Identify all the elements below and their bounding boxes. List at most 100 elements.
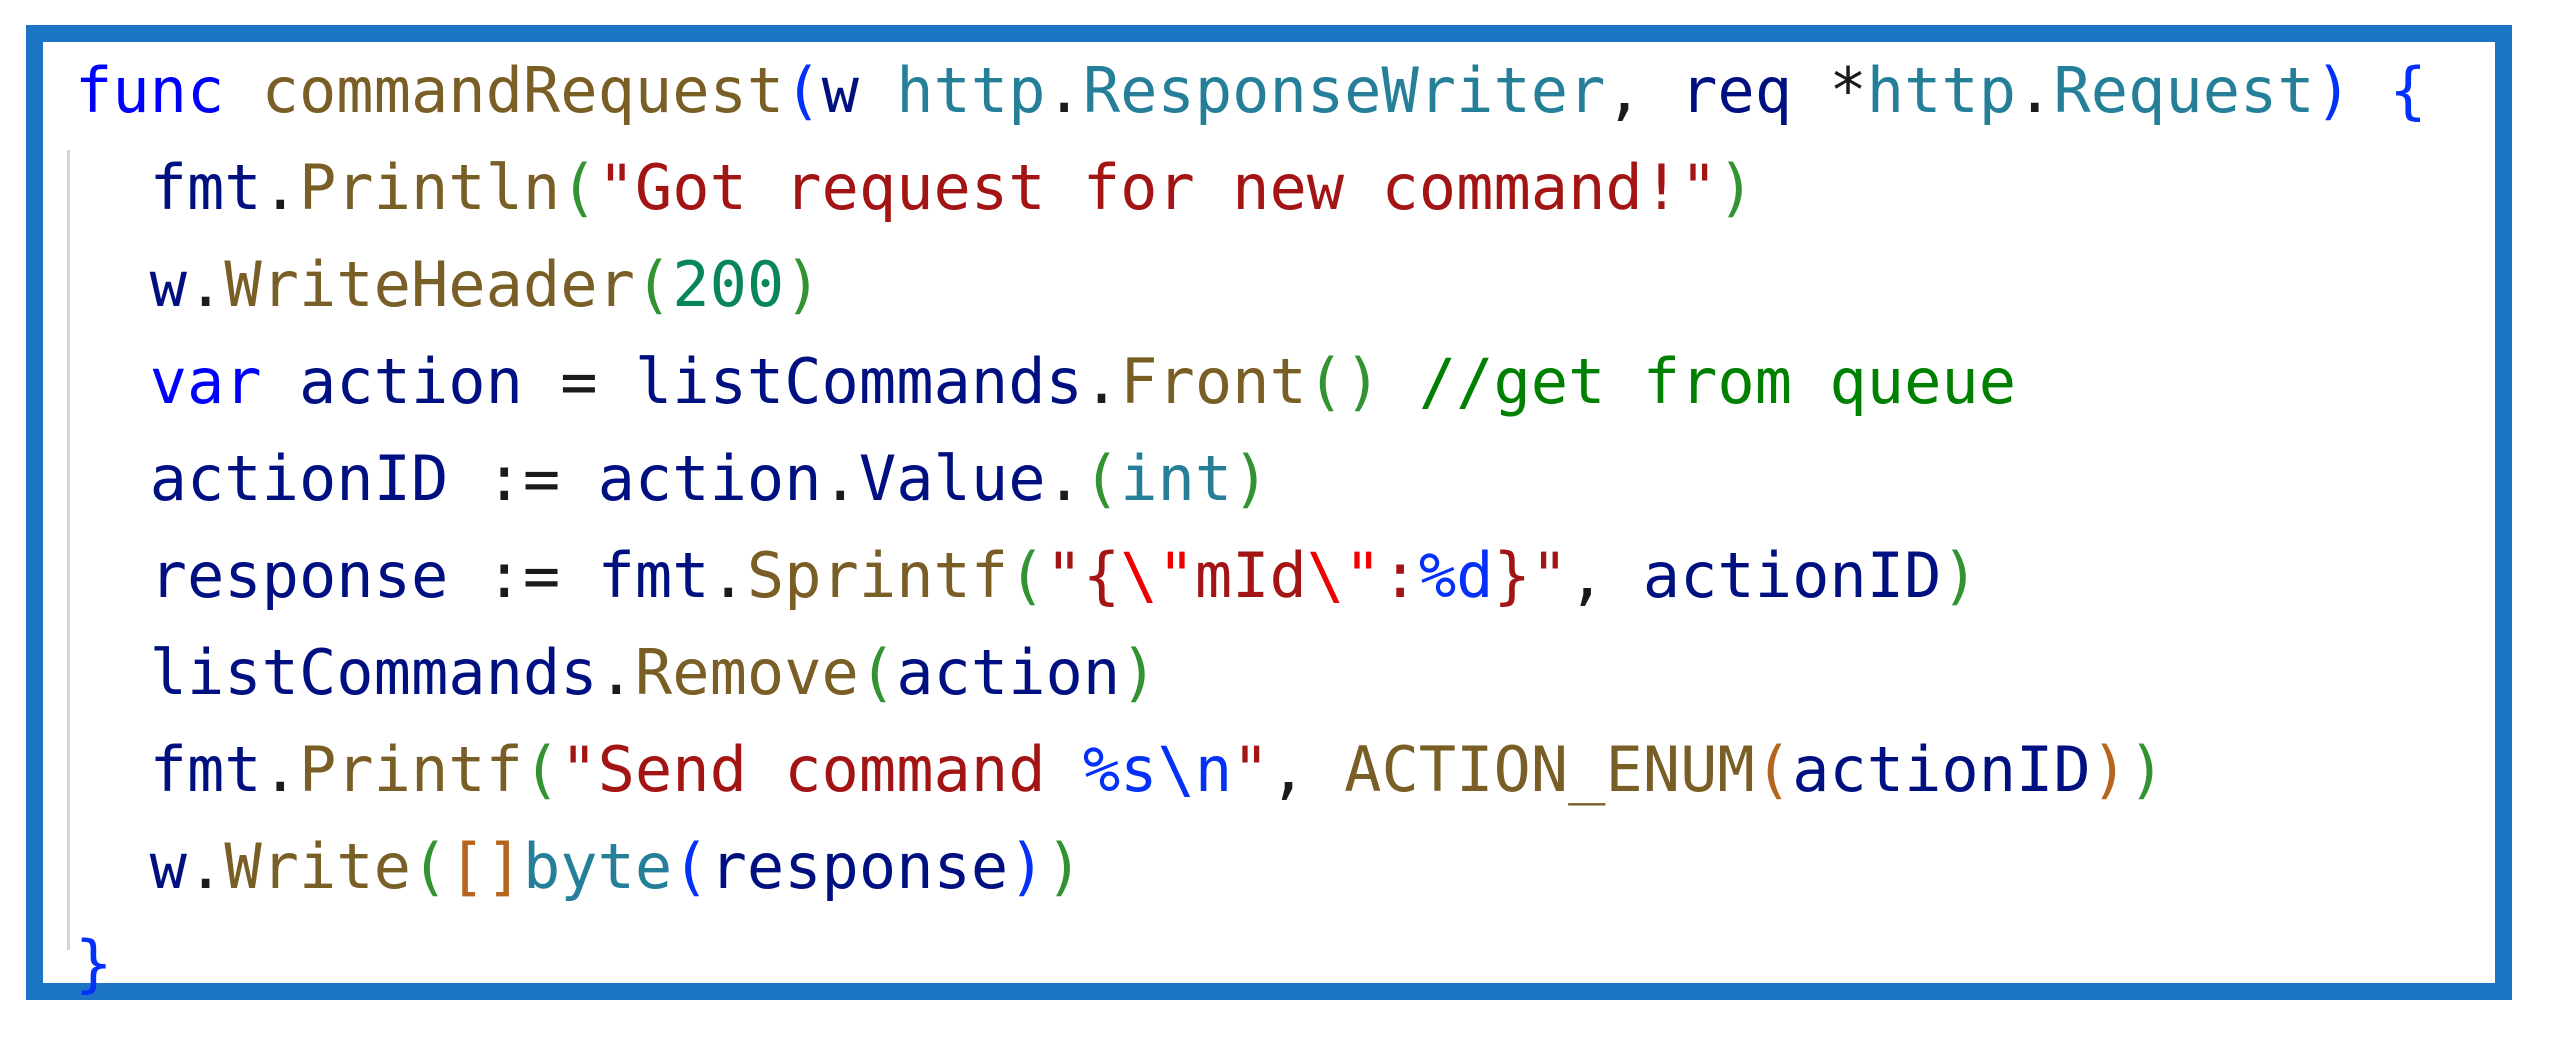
code-line: } bbox=[75, 915, 2489, 1012]
code-token-var: w bbox=[149, 248, 187, 321]
code-token-plain: , bbox=[1568, 539, 1643, 612]
code-token-plain: . bbox=[261, 733, 299, 806]
code-token-fmt: %s bbox=[1082, 733, 1158, 806]
code-token-type: byte bbox=[522, 830, 673, 903]
code-token-plain bbox=[224, 54, 261, 127]
code-token-fmt: \n bbox=[1157, 733, 1233, 806]
code-token-plain: . bbox=[261, 151, 299, 224]
code-token-var: actionID bbox=[149, 442, 449, 515]
code-line: func commandRequest(w http.ResponseWrite… bbox=[75, 42, 2489, 139]
code-token-b2: () bbox=[1306, 345, 1382, 418]
code-token-plain bbox=[75, 151, 150, 224]
code-token-b1: } bbox=[75, 927, 113, 1000]
code-token-plain: = bbox=[522, 345, 635, 418]
code-token-var: w bbox=[149, 830, 187, 903]
code-token-plain: . bbox=[1045, 54, 1083, 127]
code-token-str: "{ bbox=[1045, 539, 1121, 612]
code-token-fn: commandRequest bbox=[261, 54, 785, 127]
code-token-plain bbox=[2352, 54, 2389, 127]
code-token-var: action bbox=[896, 636, 1121, 709]
code-token-type: ResponseWriter bbox=[1082, 54, 1606, 127]
code-token-num: 200 bbox=[672, 248, 785, 321]
code-token-str: }" bbox=[1493, 539, 1569, 612]
code-token-plain bbox=[75, 539, 150, 612]
code-token-b2: ( bbox=[1008, 539, 1046, 612]
code-token-plain bbox=[75, 830, 150, 903]
code-token-b3: ( bbox=[1754, 733, 1793, 806]
code-token-b2: ) bbox=[1232, 442, 1270, 515]
code-token-fn: WriteHeader bbox=[224, 248, 635, 321]
code-token-b2: ) bbox=[2128, 733, 2166, 806]
code-token-plain: , bbox=[1605, 54, 1681, 127]
code-token-var: actionID bbox=[1642, 539, 1942, 612]
code-token-var: listCommands bbox=[149, 636, 598, 709]
code-token-b2: ) bbox=[1120, 636, 1158, 709]
code-token-plain: . bbox=[186, 248, 225, 321]
code-token-type: http bbox=[1866, 54, 2017, 127]
code-token-b2: ( bbox=[522, 733, 561, 806]
code-token-plain: . bbox=[186, 830, 225, 903]
code-token-plain: . bbox=[2016, 54, 2054, 127]
code-token-plain: := bbox=[448, 442, 598, 515]
code-token-b2: ) bbox=[1717, 151, 1755, 224]
code-token-b3: [] bbox=[448, 830, 523, 903]
code-token-var: fmt bbox=[597, 539, 710, 612]
code-token-b1: ) bbox=[1008, 830, 1046, 903]
code-token-b2: ( bbox=[858, 636, 897, 709]
code-token-esc: \" bbox=[1120, 539, 1195, 612]
code-token-fn: ACTION_ENUM bbox=[1344, 733, 1755, 806]
code-token-var: req bbox=[1680, 54, 1793, 127]
code-token-b1: ( bbox=[784, 54, 822, 127]
code-token-var: fmt bbox=[149, 151, 262, 224]
code-token-var: response bbox=[149, 539, 449, 612]
code-token-var: action bbox=[298, 345, 523, 418]
code-token-fn: Write bbox=[224, 830, 411, 903]
code-token-str: : bbox=[1381, 539, 1419, 612]
code-token-type: int bbox=[1120, 442, 1233, 515]
code-token-plain bbox=[75, 345, 150, 418]
code-token-plain: . bbox=[597, 636, 635, 709]
code-editor[interactable]: func commandRequest(w http.ResponseWrite… bbox=[75, 42, 2489, 1000]
indent-guide-line bbox=[67, 150, 70, 950]
code-token-plain: . bbox=[709, 539, 747, 612]
code-token-plain bbox=[75, 442, 150, 515]
code-token-str: mId bbox=[1194, 539, 1307, 612]
code-token-fn: Front bbox=[1120, 345, 1307, 418]
code-line: actionID := action.Value.(int) bbox=[75, 430, 2489, 527]
code-token-var: w bbox=[821, 54, 859, 127]
code-token-var: action bbox=[597, 442, 822, 515]
code-token-b2: ( bbox=[634, 248, 673, 321]
code-snippet-frame: func commandRequest(w http.ResponseWrite… bbox=[26, 25, 2512, 1000]
code-token-plain: . bbox=[1045, 442, 1083, 515]
code-token-plain: . bbox=[1082, 345, 1121, 418]
code-token-b2: ) bbox=[1941, 539, 1979, 612]
code-token-b2: ( bbox=[410, 830, 449, 903]
code-token-fn: Sprintf bbox=[746, 539, 1009, 612]
code-token-fn: Printf bbox=[298, 733, 523, 806]
code-token-comment: //get from queue bbox=[1418, 345, 2017, 418]
code-token-type: Request bbox=[2053, 54, 2315, 127]
code-line: response := fmt.Sprintf("{\"mId\":%d}", … bbox=[75, 527, 2489, 624]
code-token-b1: ( bbox=[672, 830, 710, 903]
code-token-esc: \" bbox=[1306, 539, 1382, 612]
code-line: w.WriteHeader(200) bbox=[75, 236, 2489, 333]
code-token-var: fmt bbox=[149, 733, 262, 806]
code-token-fn: Println bbox=[298, 151, 561, 224]
code-token-plain: . bbox=[821, 442, 859, 515]
code-token-plain: * bbox=[1792, 54, 1867, 127]
code-token-var: response bbox=[709, 830, 1009, 903]
code-token-b1: ) bbox=[2314, 54, 2353, 127]
code-line: fmt.Println("Got request for new command… bbox=[75, 139, 2489, 236]
code-token-plain bbox=[859, 54, 896, 127]
code-token-var: listCommands bbox=[634, 345, 1083, 418]
code-token-b2: ) bbox=[784, 248, 822, 321]
code-token-plain bbox=[75, 248, 150, 321]
code-line: var action = listCommands.Front() //get … bbox=[75, 333, 2489, 430]
code-token-b1: { bbox=[2389, 54, 2427, 127]
code-token-str: "Got request for new command!" bbox=[597, 151, 1718, 224]
code-line: w.Write([]byte(response)) bbox=[75, 818, 2489, 915]
code-token-plain: , bbox=[1269, 733, 1345, 806]
code-token-plain bbox=[75, 636, 150, 709]
code-token-type: http bbox=[896, 54, 1046, 127]
